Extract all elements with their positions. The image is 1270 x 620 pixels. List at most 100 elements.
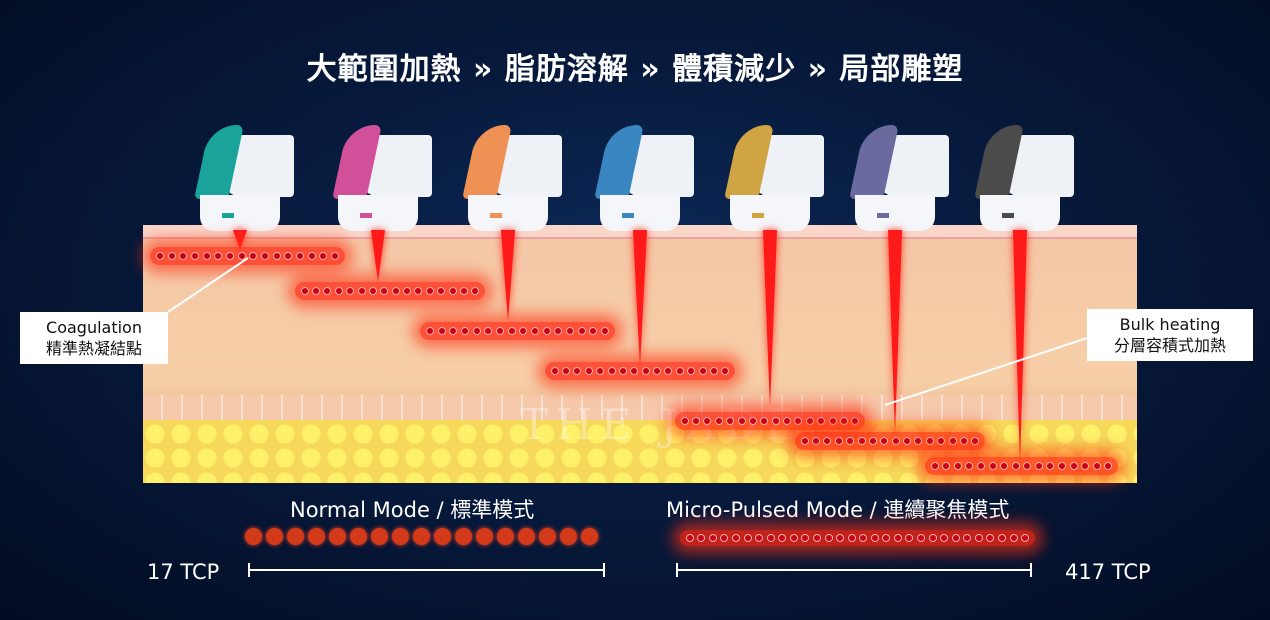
coagulation-point	[959, 437, 968, 445]
cartridge-head	[730, 195, 810, 231]
page-title: 大範圍加熱 » 脂肪溶解 » 體積減少 » 局部雕塑	[306, 52, 964, 87]
coagulation-point	[692, 417, 701, 425]
pulse-dot	[539, 528, 556, 545]
coagulation-point	[851, 417, 860, 425]
thermal-coagulation-points	[295, 282, 485, 300]
pulse-dot	[940, 534, 949, 542]
callout-zh: 分層容積式加熱	[1113, 336, 1226, 355]
coagulation-point	[771, 417, 780, 425]
coagulation-point	[272, 252, 281, 260]
coagulation-point	[460, 327, 469, 335]
cartridge-tag	[222, 213, 234, 218]
coagulation-point	[948, 437, 957, 445]
coagulation-point	[903, 437, 912, 445]
coagulation-point	[380, 287, 389, 295]
thermal-coagulation-points	[925, 457, 1118, 475]
ultrasound-beam	[371, 230, 385, 282]
coagulation-point	[942, 462, 951, 470]
coagulation-point	[857, 437, 866, 445]
coagulation-point	[584, 367, 593, 375]
coagulation-point	[589, 327, 598, 335]
coagulation-point	[507, 327, 516, 335]
pulse-dot	[245, 528, 262, 545]
coagulation-point	[1023, 462, 1032, 470]
coagulation-point	[542, 327, 551, 335]
pulse-dot	[350, 528, 367, 545]
coagulation-point	[630, 367, 639, 375]
coagulation-point	[323, 287, 332, 295]
coagulation-callout: Coagulation 精準熱凝結點	[20, 312, 168, 364]
dermis-cell-layer	[143, 395, 1137, 420]
coagulation-point	[319, 252, 328, 260]
coagulation-point	[357, 287, 366, 295]
thermal-coagulation-points	[675, 412, 865, 430]
coagulation-point	[664, 367, 673, 375]
coagulation-point	[800, 437, 809, 445]
cartridge-tag	[1002, 213, 1014, 218]
pulse-dot	[308, 528, 325, 545]
cartridge-tag	[622, 213, 634, 218]
coagulation-point	[1104, 462, 1113, 470]
coagulation-point	[155, 252, 164, 260]
cartridge-head	[980, 195, 1060, 231]
coagulation-point	[425, 327, 434, 335]
coagulation-point	[823, 437, 832, 445]
coagulation-point	[703, 417, 712, 425]
coagulation-point	[425, 287, 434, 295]
coagulation-point	[601, 327, 610, 335]
cartridge-tag	[360, 213, 372, 218]
normal-range-bar	[248, 563, 605, 577]
callout-zh: 精準熱凝結點	[45, 339, 142, 358]
coagulation-point	[261, 252, 270, 260]
coagulation-point	[680, 417, 689, 425]
micro-pulsed-dots	[680, 530, 1035, 546]
pulse-dot	[1021, 534, 1030, 542]
coagulation-point	[953, 462, 962, 470]
coagulation-point	[331, 252, 340, 260]
coagulation-point	[930, 462, 939, 470]
coagulation-point	[805, 417, 814, 425]
coagulation-point	[687, 367, 696, 375]
coagulation-point	[437, 327, 446, 335]
ultrasound-beam	[633, 230, 647, 368]
pulse-dot	[708, 534, 717, 542]
coagulation-point	[459, 287, 468, 295]
coagulation-point	[495, 327, 504, 335]
thermal-coagulation-points	[150, 247, 345, 265]
coagulation-point	[737, 417, 746, 425]
coagulation-point	[167, 252, 176, 260]
pulse-dot	[732, 534, 741, 542]
coagulation-point	[783, 417, 792, 425]
coagulation-point	[925, 437, 934, 445]
pulse-dot	[951, 534, 960, 542]
micro-tcp: 417 TCP	[1065, 560, 1151, 584]
coagulation-point	[1057, 462, 1066, 470]
coagulation-point	[839, 417, 848, 425]
thermal-coagulation-points	[795, 432, 985, 450]
pulse-dot	[329, 528, 346, 545]
coagulation-point	[709, 367, 718, 375]
coagulation-point	[577, 327, 586, 335]
pulse-dot	[917, 534, 926, 542]
coagulation-point	[760, 417, 769, 425]
coagulation-point	[846, 437, 855, 445]
coagulation-point	[748, 417, 757, 425]
pulse-dot	[1009, 534, 1018, 542]
coagulation-point	[531, 327, 540, 335]
cartridge-tag	[877, 213, 889, 218]
coagulation-point	[868, 437, 877, 445]
coagulation-point	[828, 417, 837, 425]
coagulation-point	[675, 367, 684, 375]
micro-pulsed-mode-label: Micro-Pulsed Mode / 連續聚焦模式	[666, 498, 1010, 522]
pulse-dot	[455, 528, 472, 545]
coagulation-point	[1046, 462, 1055, 470]
pulse-dot	[859, 534, 868, 542]
coagulation-point	[471, 287, 480, 295]
coagulation-point	[1081, 462, 1090, 470]
pulse-dot	[824, 534, 833, 542]
coagulation-point	[437, 287, 446, 295]
coagulation-point	[1034, 462, 1043, 470]
normal-tcp: 17 TCP	[147, 560, 220, 584]
pulse-dot	[560, 528, 577, 545]
cartridge-tag	[752, 213, 764, 218]
